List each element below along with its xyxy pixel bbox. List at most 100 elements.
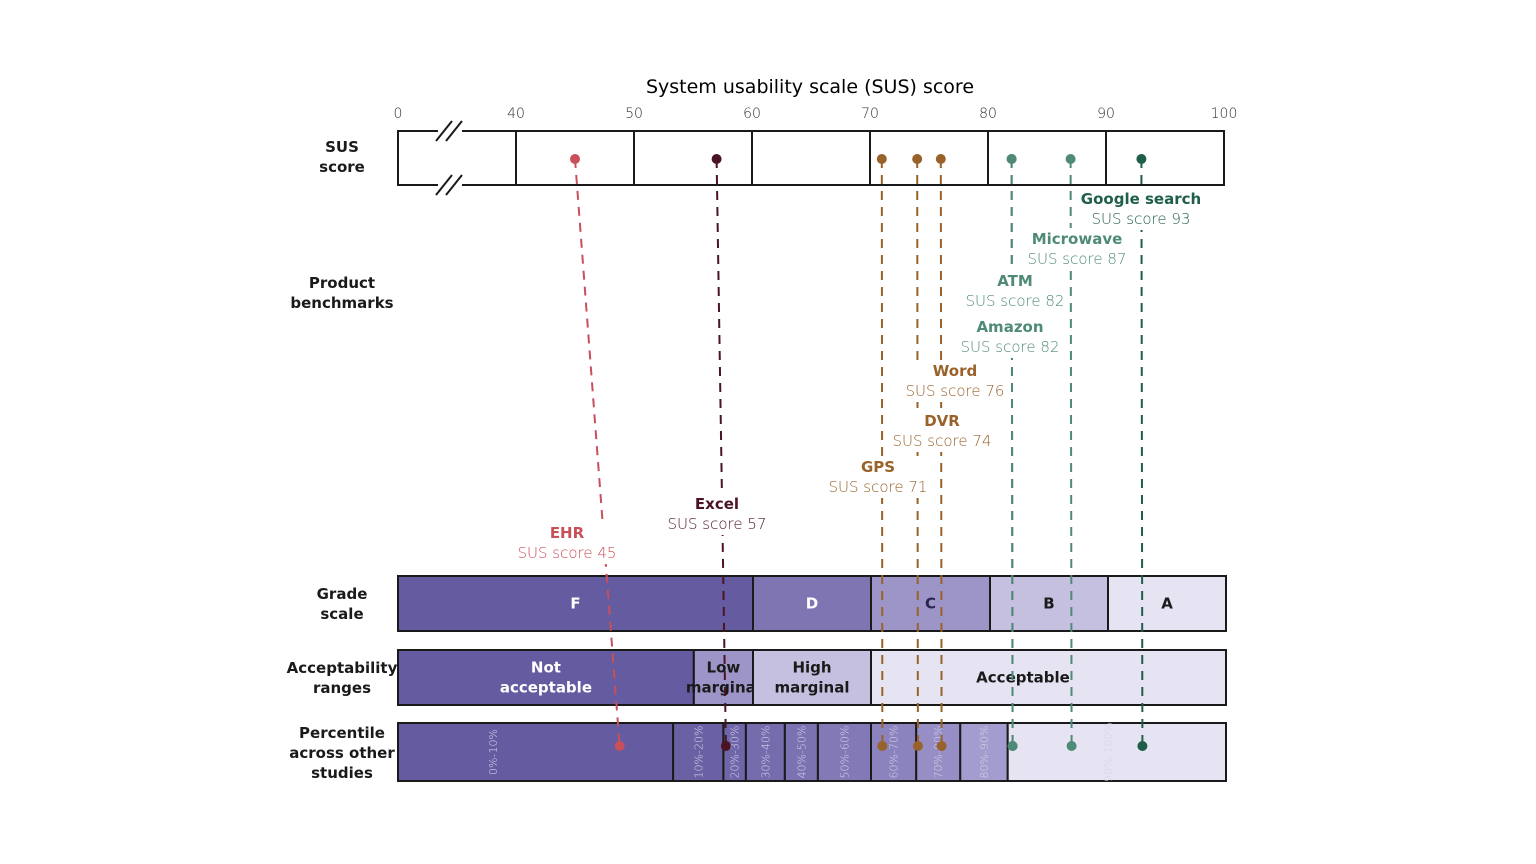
benchmark-name: ATM: [997, 272, 1033, 290]
row-label-benchmarks: Product benchmarks: [290, 274, 393, 312]
grade-segment-F: [397, 575, 754, 632]
benchmark-dot-bottom: [936, 741, 947, 751]
benchmark-line-ehr: [574, 158, 621, 747]
x-tick-label: 100: [1211, 106, 1238, 122]
percentile-segment: [744, 722, 786, 782]
acceptability-label-line: High: [792, 659, 831, 677]
benchmark-line-atm: [1010, 158, 1014, 747]
percentile-segment: [959, 722, 1009, 782]
benchmark-label-backdrop: [669, 493, 765, 535]
benchmark-label-backdrop: [894, 410, 990, 452]
benchmark-line-dvr: [916, 158, 919, 747]
benchmark-score: SUS score 71: [829, 478, 928, 496]
axis-break-bottom-stroke: [435, 174, 453, 196]
row-label-line: benchmarks: [290, 294, 393, 312]
acceptability-label-line: marginal: [686, 679, 761, 697]
benchmark-score: SUS score 93: [1092, 210, 1191, 228]
benchmark-score: SUS score 82: [961, 338, 1060, 356]
axis-break-top-stroke: [435, 120, 453, 142]
acceptability-segment: [397, 649, 695, 706]
x-tick-label: 90: [1097, 106, 1115, 122]
x-tick-label: 0: [394, 106, 403, 122]
benchmark-line-word: [939, 158, 943, 747]
benchmark-label-backdrop: [830, 456, 926, 498]
row-label-line: Acceptability: [287, 659, 398, 677]
acceptability-segment: [692, 649, 754, 706]
grade-label: A: [1161, 595, 1173, 613]
benchmark-score: SUS score 76: [906, 382, 1005, 400]
benchmark-dot-top: [570, 154, 580, 164]
benchmark-dot-top: [912, 154, 923, 164]
grade-label: C: [925, 595, 936, 613]
percentile-segment: [915, 722, 962, 782]
benchmark-label-backdrop: [967, 270, 1063, 312]
benchmark-name: DVR: [924, 412, 960, 430]
benchmark-line-google-search: [1140, 158, 1144, 747]
benchmark-score: SUS score 82: [966, 292, 1065, 310]
benchmark-name: EHR: [550, 524, 585, 542]
benchmark-dot-top: [1136, 154, 1147, 164]
percentile-label: 30%-40%: [759, 726, 772, 779]
benchmark-label-backdrop: [1093, 188, 1189, 230]
benchmark-label-backdrop: [1029, 228, 1125, 270]
benchmark-name: GPS: [861, 458, 895, 476]
percentile-label: 0%-10%: [487, 729, 500, 775]
grade-segment-A: [1107, 575, 1227, 632]
x-tick-label: 50: [625, 106, 643, 122]
row-label-line: Grade: [317, 585, 368, 603]
percentile-label: 10%-20%: [692, 726, 705, 779]
benchmark-dot-bottom: [912, 741, 923, 751]
percentile-label: 70%-80%: [932, 726, 945, 779]
percentile-label: 60%-70%: [888, 726, 901, 779]
row-label-line: SUS: [325, 138, 359, 156]
grade-label: D: [806, 595, 818, 613]
acceptability-label: Acceptable: [976, 669, 1070, 687]
row-label-line: across other: [289, 744, 395, 762]
benchmark-dot-bottom: [1137, 741, 1148, 751]
percentile-label: 80%-90%: [978, 726, 991, 779]
row-label-line: Product: [309, 274, 375, 292]
benchmark-label: EHR SUS score 45: [518, 524, 617, 562]
x-tick-label: 40: [507, 106, 525, 122]
benchmark-score: SUS score 87: [1028, 250, 1127, 268]
percentile-segment: [783, 722, 819, 782]
benchmark-label-backdrop: [907, 360, 1003, 402]
grade-label: F: [570, 595, 580, 613]
benchmark-dot-top: [935, 154, 946, 164]
benchmark-dot-bottom: [1007, 741, 1018, 751]
x-tick-label: 70: [861, 106, 879, 122]
benchmark-label-backdrop: [519, 522, 615, 564]
sus-track-frame: [397, 130, 1225, 186]
axis-break-bottom-stroke: [445, 174, 463, 196]
axis-break-top-stroke: [445, 120, 463, 142]
acceptability-label-line: Low: [707, 659, 741, 677]
benchmark-label: ATM SUS score 82: [966, 272, 1065, 310]
grade-segment-C: [870, 575, 991, 632]
benchmark-label: GPS SUS score 71: [829, 458, 928, 496]
acceptability-label: Low marginal: [686, 659, 761, 697]
percentile-segment: [672, 722, 725, 782]
sus-score-track: [397, 119, 1225, 197]
benchmark-name: Microwave: [1032, 230, 1123, 248]
chart-title: System usability scale (SUS) score: [646, 76, 974, 98]
benchmark-dot-bottom: [720, 741, 731, 751]
acceptability-segment: [752, 649, 872, 706]
benchmark-score: SUS score 45: [518, 544, 617, 562]
benchmark-dot-bottom: [1066, 741, 1077, 751]
benchmark-dot-top: [1006, 154, 1017, 164]
